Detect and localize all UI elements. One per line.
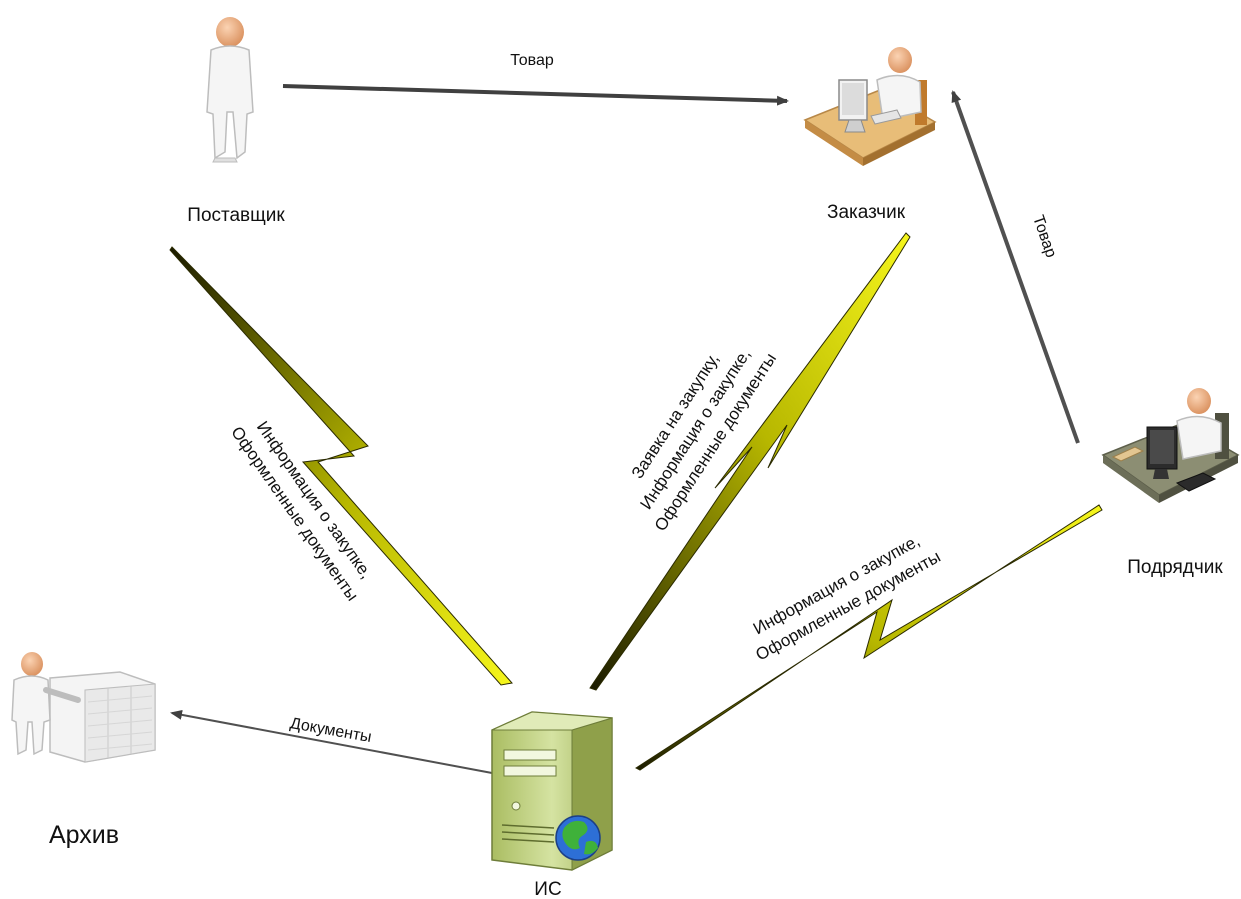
link-label-contractor-is: Информация о закупке, Оформленные докуме… [750,531,944,664]
link-supplier-is [169,246,513,686]
edge-label-is-archive: Документы [289,715,373,746]
lightning-bolt-supplier-is [169,246,513,686]
arrow-supplier-to-customer [282,84,789,106]
node-label-is: ИС [534,879,561,899]
link-label-line: Оформленные документы [227,423,362,604]
edge-label-supplier-customer: Товар [510,52,554,69]
link-contractor-is [634,504,1103,771]
globe-icon [555,815,601,861]
is-server-icon [491,711,613,871]
link-customer-is [589,232,911,691]
supplier-person-icon [206,17,254,163]
node-label-supplier: Поставщик [187,205,285,226]
contractor-workstation-icon [1101,388,1240,503]
lightning-bolt-customer-is [589,232,911,691]
node-label-archive: Архив [49,821,119,849]
node-label-contractor: Подрядчик [1127,557,1223,578]
link-label-customer-is: Заявка на закупку, Информация о закупке,… [628,345,780,534]
edge-label-contractor-customer: Товар [1029,213,1059,260]
archive-storage-icon [11,652,156,763]
node-label-customer: Заказчик [827,202,906,223]
lightning-bolt-contractor-is [634,504,1103,771]
customer-workstation-icon [803,47,937,166]
arrow-is-to-archive [170,709,493,774]
arrow-contractor-to-customer [951,90,1080,444]
